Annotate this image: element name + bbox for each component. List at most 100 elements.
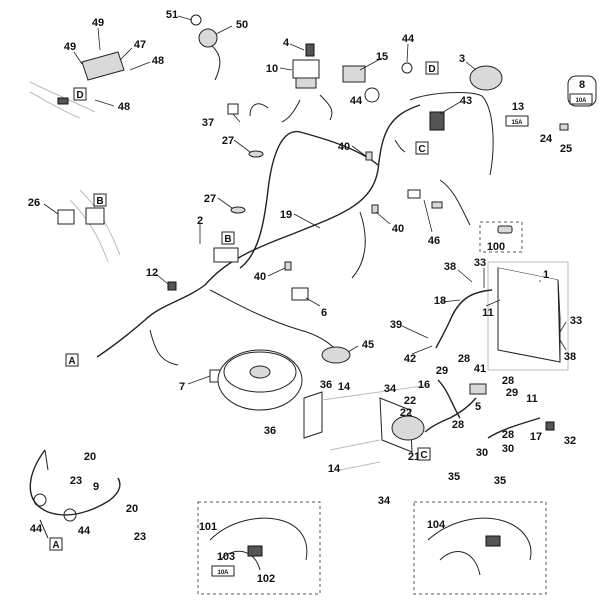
part-number: 34 — [378, 495, 391, 507]
part-48-connector-small — [57, 97, 69, 105]
part-43-connector — [429, 111, 445, 131]
part-number: 32 — [564, 435, 576, 447]
part-number: 27 — [204, 193, 216, 205]
part-40-clip-a — [365, 151, 373, 161]
part-number: 20 — [126, 503, 138, 515]
part-9-cable — [29, 449, 121, 516]
part-number: 19 — [280, 209, 292, 221]
part-number: 104 — [427, 519, 446, 531]
main-harness-trunk — [96, 104, 421, 358]
inset-104-wiring — [427, 517, 532, 576]
connector-marker-b: B — [96, 196, 103, 207]
part-number: 1 — [543, 269, 549, 281]
part-number: 28 — [502, 429, 514, 441]
ghost-frame-top-left — [29, 81, 96, 119]
part-number: 101 — [199, 521, 217, 533]
part-number: 102 — [257, 573, 275, 585]
part-number: 47 — [134, 39, 146, 51]
part-number: 37 — [202, 117, 214, 129]
part-number: 40 — [338, 141, 350, 153]
part-number: 2 — [197, 215, 203, 227]
part-number: 30 — [476, 447, 488, 459]
connector-marker-d: D — [428, 64, 435, 75]
part-number: 49 — [64, 41, 76, 53]
part-number-labels: 49 49 47 48 48 51 50 4 10 15 44 44 3 43 … — [28, 9, 585, 585]
module-49 — [81, 51, 125, 81]
part-4-knob — [305, 43, 315, 57]
connector-markers: D D C B B A C A — [49, 61, 439, 551]
part-number: 41 — [474, 363, 486, 375]
connector-marker-c: C — [418, 144, 425, 155]
part-number: 12 — [146, 267, 158, 279]
part-number: 44 — [350, 95, 363, 107]
part-32-terminal — [545, 421, 555, 431]
part-number: 35 — [448, 471, 460, 483]
part-number: 36 — [264, 425, 276, 437]
part-number: 33 — [474, 257, 486, 269]
part-number: 20 — [84, 451, 96, 463]
part-50-wire — [211, 45, 221, 81]
connector-marker-d: D — [76, 90, 83, 101]
part-number: 11 — [482, 307, 494, 319]
part-24-fuse — [559, 123, 569, 131]
part-44-ring-a — [401, 62, 413, 74]
part-18-cable — [435, 289, 493, 349]
connector-marker-a: A — [68, 356, 75, 367]
inset-104-connector — [485, 535, 501, 547]
part-number: 51 — [166, 9, 178, 21]
part-number: 28 — [502, 375, 514, 387]
part-27-grommet-b — [230, 206, 246, 214]
fuse-rating-13: 15A — [511, 120, 523, 126]
part-number: 29 — [436, 365, 448, 377]
part-10-base — [295, 77, 317, 89]
part-number: 28 — [452, 419, 464, 431]
relay-socket — [85, 207, 105, 225]
part-number: 30 — [502, 443, 514, 455]
part-number: 6 — [321, 307, 327, 319]
harness-branch-to-7 — [149, 329, 179, 366]
inset-101-wiring — [209, 517, 308, 571]
part-number: 50 — [236, 19, 248, 31]
part-14-bracket — [303, 391, 323, 439]
part-number: 33 — [570, 315, 582, 327]
part-40-clip-c — [284, 261, 292, 271]
ghost-frame-center — [321, 384, 431, 471]
part-number: 25 — [560, 143, 572, 155]
part-3-horn — [469, 65, 503, 91]
part-26-relay — [57, 209, 75, 225]
part-44-ring-b — [364, 87, 380, 103]
part-number: 45 — [362, 339, 374, 351]
part-number: 3 — [459, 53, 465, 65]
part-46-sensor — [431, 201, 443, 209]
part-number: 24 — [540, 133, 553, 145]
connector-marker-b: B — [224, 234, 231, 245]
part-100-fuse — [497, 225, 513, 234]
part-number: 14 — [328, 463, 341, 475]
part-50-ignition — [198, 28, 218, 48]
part-44-ring-d — [63, 508, 77, 522]
part-number: 34 — [384, 383, 397, 395]
harness-branch-to-clutch — [209, 289, 339, 353]
part-51-ring — [190, 14, 202, 26]
part-number: 16 — [418, 379, 430, 391]
connector-marker-c: C — [420, 450, 427, 461]
harness-branch-to-46 — [439, 179, 471, 226]
part-15-switch — [342, 65, 366, 83]
part-number: 48 — [118, 101, 130, 113]
part-number: 48 — [152, 55, 164, 67]
part-number: 100 — [487, 241, 505, 253]
part-number: 40 — [392, 223, 404, 235]
part-46-connector — [407, 189, 421, 199]
harness-branch-to-40-c — [394, 139, 406, 153]
part-5-cable — [424, 397, 477, 433]
part-number: 21 — [408, 451, 420, 463]
battery-box-outline — [487, 261, 569, 371]
part-number: 5 — [475, 401, 481, 413]
part-44-ring-c — [33, 493, 47, 507]
part-number: 17 — [530, 431, 542, 443]
part-number: 7 — [179, 381, 185, 393]
part-17-cable — [487, 417, 541, 439]
part-number: 35 — [494, 475, 506, 487]
part-number: 43 — [460, 95, 472, 107]
